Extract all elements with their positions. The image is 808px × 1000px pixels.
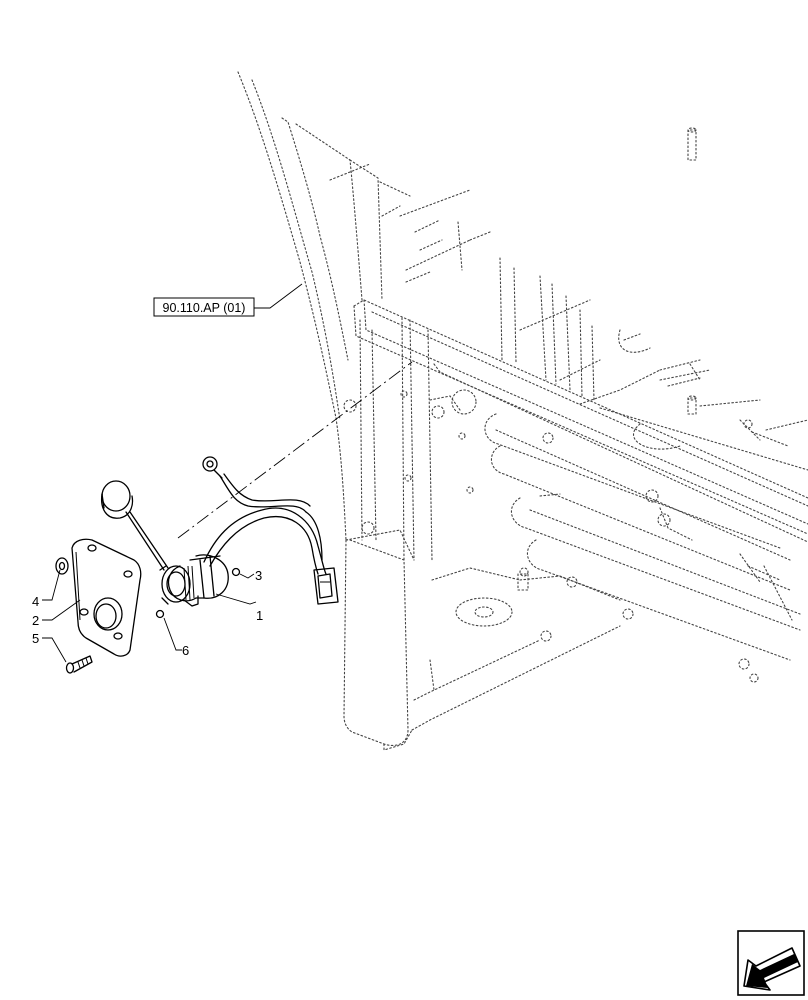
washer <box>55 557 69 575</box>
connector-assembly <box>125 456 339 607</box>
callout-3: 3 <box>255 568 262 583</box>
nut-item-3 <box>231 567 241 577</box>
mounting-plate <box>71 538 142 657</box>
reference-box[interactable]: 90.110.AP (01) <box>153 297 255 317</box>
cab-frame <box>237 71 808 751</box>
dust-cap <box>100 480 134 519</box>
reference-label: 90.110.AP (01) <box>163 301 246 315</box>
callout-2: 2 <box>32 613 39 628</box>
assembly-centerline <box>177 361 413 539</box>
callout-5: 5 <box>32 631 39 646</box>
callout-leaders <box>42 283 303 663</box>
nut-item-6 <box>155 609 165 619</box>
callout-6: 6 <box>182 643 189 658</box>
arrow-icon[interactable] <box>737 930 805 996</box>
callout-4: 4 <box>32 594 39 609</box>
screw <box>65 655 93 674</box>
callout-1: 1 <box>256 608 263 623</box>
